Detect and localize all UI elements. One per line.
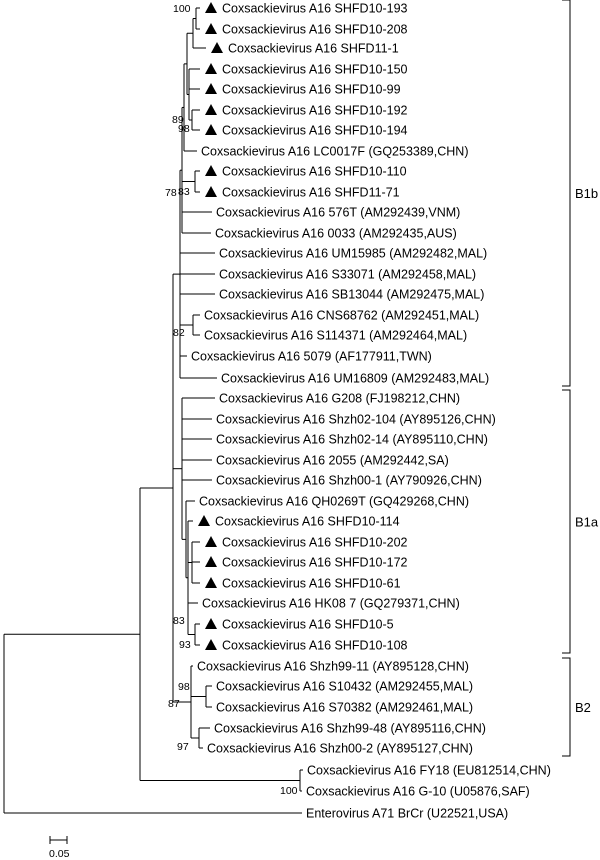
taxon-label: Coxsackievirus A16 HK08 7 (GQ279371,CHN)	[202, 597, 460, 611]
triangle-marker-icon	[198, 515, 210, 526]
taxon-label: Coxsackievirus A16 S114371 (AM292464,MAL…	[204, 329, 467, 343]
taxon-label: Coxsackievirus A16 UM15985 (AM292482,MAL…	[219, 247, 487, 261]
taxon-labels: Coxsackievirus A16 SHFD10-193Coxsackievi…	[191, 2, 551, 821]
triangle-marker-icon	[205, 124, 217, 135]
taxon-label: Coxsackievirus A16 SHFD10-208	[222, 23, 408, 37]
taxon-label: Coxsackievirus A16 SHFD10-108	[222, 639, 408, 653]
bootstrap-value: 87	[168, 698, 180, 710]
triangle-marker-icon	[205, 104, 217, 115]
taxon-label: Coxsackievirus A16 CNS68762 (AM292451,MA…	[204, 309, 479, 323]
triangle-marker-icon	[205, 23, 217, 34]
triangle-marker-icon	[205, 618, 217, 629]
triangle-marker-icon	[211, 42, 223, 53]
taxon-label: Coxsackievirus A16 5079 (AF177911,TWN)	[191, 350, 432, 364]
clade-label: B1a	[575, 515, 599, 530]
taxon-label: Coxsackievirus A16 SHFD10-193	[222, 2, 408, 16]
taxon-label: Coxsackievirus A16 S70382 (AM292461,MAL)	[216, 701, 473, 715]
taxon-label: Coxsackievirus A16 QH0269T (GQ429268,CHN…	[199, 495, 469, 509]
taxon-label: Coxsackievirus A16 G-10 (U05876,SAF)	[306, 785, 530, 799]
taxon-label: Coxsackievirus A16 SHFD10-5	[222, 618, 394, 632]
taxon-label: Enterovirus A71 BrCr (U22521,USA)	[306, 807, 508, 821]
taxon-label: Coxsackievirus A16 0033 (AM292435,AUS)	[215, 227, 457, 241]
bootstrap-value: 97	[177, 741, 189, 753]
bootstrap-value: 89	[172, 114, 184, 126]
taxon-label: Coxsackievirus A16 SHFD11-71	[222, 186, 400, 200]
taxon-label: Coxsackievirus A16 Shzh02-104 (AY895126,…	[216, 413, 496, 427]
taxon-label: Coxsackievirus A16 SHFD11-1	[228, 42, 399, 56]
clade-bracket-b1b	[562, 0, 571, 387]
triangle-marker-icon	[205, 536, 217, 547]
tree-branches	[3, 7, 303, 814]
taxon-label: Coxsackievirus A16 Shzh99-11 (AY895128,C…	[197, 660, 469, 674]
taxon-label: Coxsackievirus A16 Shzh02-14 (AY895110,C…	[216, 433, 488, 447]
scale-bar: 0.05	[49, 836, 70, 860]
taxon-label: Coxsackievirus A16 Shzh00-1 (AY790926,CH…	[216, 474, 482, 488]
scale-bar-label: 0.05	[49, 848, 70, 860]
taxon-label: Coxsackievirus A16 SHFD10-114	[215, 515, 400, 529]
taxon-label: Coxsackievirus A16 2055 (AM292442,SA)	[216, 454, 449, 468]
triangle-marker-icon	[205, 2, 217, 13]
bootstrap-value: 98	[178, 681, 190, 693]
taxon-label: Coxsackievirus A16 SHFD10-150	[222, 63, 408, 77]
triangle-marker-icon	[205, 165, 217, 176]
taxon-label: Coxsackievirus A16 SHFD10-61	[222, 577, 401, 591]
clade-label: B1b	[575, 186, 598, 201]
taxon-label: Coxsackievirus A16 Shzh99-48 (AY895116,C…	[214, 722, 486, 736]
taxon-label: Coxsackievirus A16 SHFD10-192	[222, 104, 408, 118]
taxon-label: Coxsackievirus A16 SB13044 (AM292475,MAL…	[219, 288, 484, 302]
taxon-label: Coxsackievirus A16 576T (AM292439,VNM)	[216, 206, 460, 220]
taxon-label: Coxsackievirus A16 Shzh00-2 (AY895127,CH…	[207, 742, 473, 756]
taxon-label: Coxsackievirus A16 SHFD10-194	[222, 124, 408, 138]
taxon-label: Coxsackievirus A16 SHFD10-172	[222, 556, 408, 570]
bootstrap-value: 98	[178, 123, 190, 135]
triangle-marker-icon	[205, 63, 217, 74]
bootstrap-value: 100	[280, 785, 298, 797]
bootstrap-value: 82	[173, 327, 185, 339]
taxon-label: Coxsackievirus A16 FY18 (EU812514,CHN)	[307, 764, 551, 778]
taxon-label: Coxsackievirus A16 SHFD10-110	[222, 165, 407, 179]
taxon-label: Coxsackievirus A16 SHFD10-202	[222, 536, 408, 550]
triangle-marker-icon	[205, 83, 217, 94]
bootstrap-value: 93	[179, 639, 191, 651]
sample-markers	[198, 2, 223, 650]
clade-bracket-b2	[562, 657, 571, 757]
triangle-marker-icon	[205, 577, 217, 588]
clade-bracket-b1a	[562, 389, 571, 654]
triangle-marker-icon	[205, 639, 217, 650]
taxon-label: Coxsackievirus A16 S33071 (AM292458,MAL)	[219, 268, 476, 282]
bootstrap-value: 100	[173, 3, 191, 15]
taxon-label: Coxsackievirus A16 UM16809 (AM292483,MAL…	[221, 372, 489, 386]
bootstrap-value: 83	[178, 186, 190, 198]
triangle-marker-icon	[205, 186, 217, 197]
taxon-label: Coxsackievirus A16 LC0017F (GQ253389,CHN…	[201, 145, 468, 159]
bootstrap-value: 78	[165, 187, 177, 199]
bootstrap-value: 83	[173, 615, 185, 627]
clade-label: B2	[575, 700, 591, 715]
taxon-label: Coxsackievirus A16 S10432 (AM292455,MAL)	[216, 680, 473, 694]
taxon-label: Coxsackievirus A16 SHFD10-99	[222, 83, 401, 97]
taxon-label: Coxsackievirus A16 G208 (FJ198212,CHN)	[219, 392, 460, 406]
triangle-marker-icon	[205, 556, 217, 567]
